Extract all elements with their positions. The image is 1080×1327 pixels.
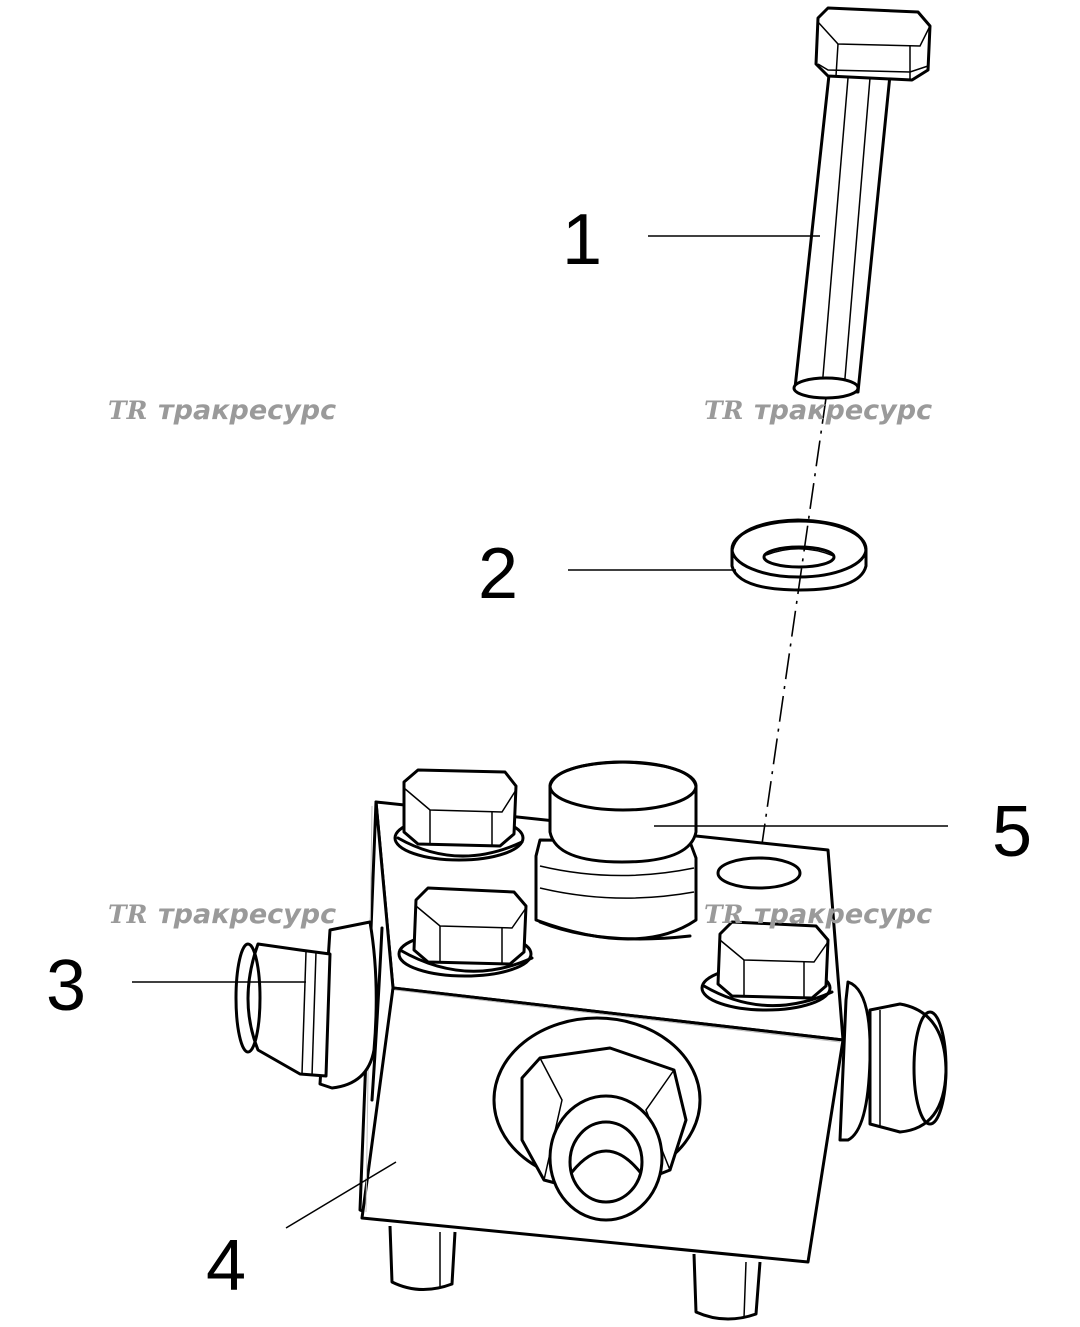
callout-5: 5 (992, 792, 1032, 872)
watermark-mid-left: TR тракресурс (108, 899, 336, 930)
hex-plug-front-right-icon (700, 920, 834, 1012)
leader-line-4 (285, 1161, 397, 1229)
front-port-fitting-icon (492, 1016, 702, 1222)
callout-3: 3 (46, 946, 86, 1026)
callout-1: 1 (562, 200, 602, 280)
plug-icon (534, 760, 698, 941)
watermark-top-right: TR тракресурс (704, 395, 932, 426)
stud-left-icon (388, 1225, 457, 1291)
hex-plug-top-left-icon (393, 768, 525, 862)
watermark-logo: TR (704, 900, 743, 929)
assembly-axis-line (757, 397, 827, 873)
valve-block-icon (234, 760, 948, 1321)
watermark-text: тракресурс (754, 395, 932, 426)
watermark-text: тракресурс (754, 899, 932, 930)
watermark-text: тракресурс (158, 395, 336, 426)
callout-2: 2 (478, 534, 518, 614)
washer-icon (730, 518, 868, 592)
side-fitting-right-icon (838, 980, 948, 1142)
stud-right-icon (692, 1253, 762, 1321)
fitting-icon (234, 920, 384, 1102)
watermark-mid-right: TR тракресурс (704, 899, 932, 930)
hex-plug-front-left-icon (397, 886, 534, 978)
callout-4: 4 (206, 1226, 246, 1306)
watermark-logo: TR (108, 396, 147, 425)
watermark-top-left: TR тракресурс (108, 395, 336, 426)
bolt-icon (792, 6, 932, 400)
watermark-text: тракресурс (158, 899, 336, 930)
watermark-logo: TR (704, 396, 743, 425)
watermark-logo: TR (108, 900, 147, 929)
